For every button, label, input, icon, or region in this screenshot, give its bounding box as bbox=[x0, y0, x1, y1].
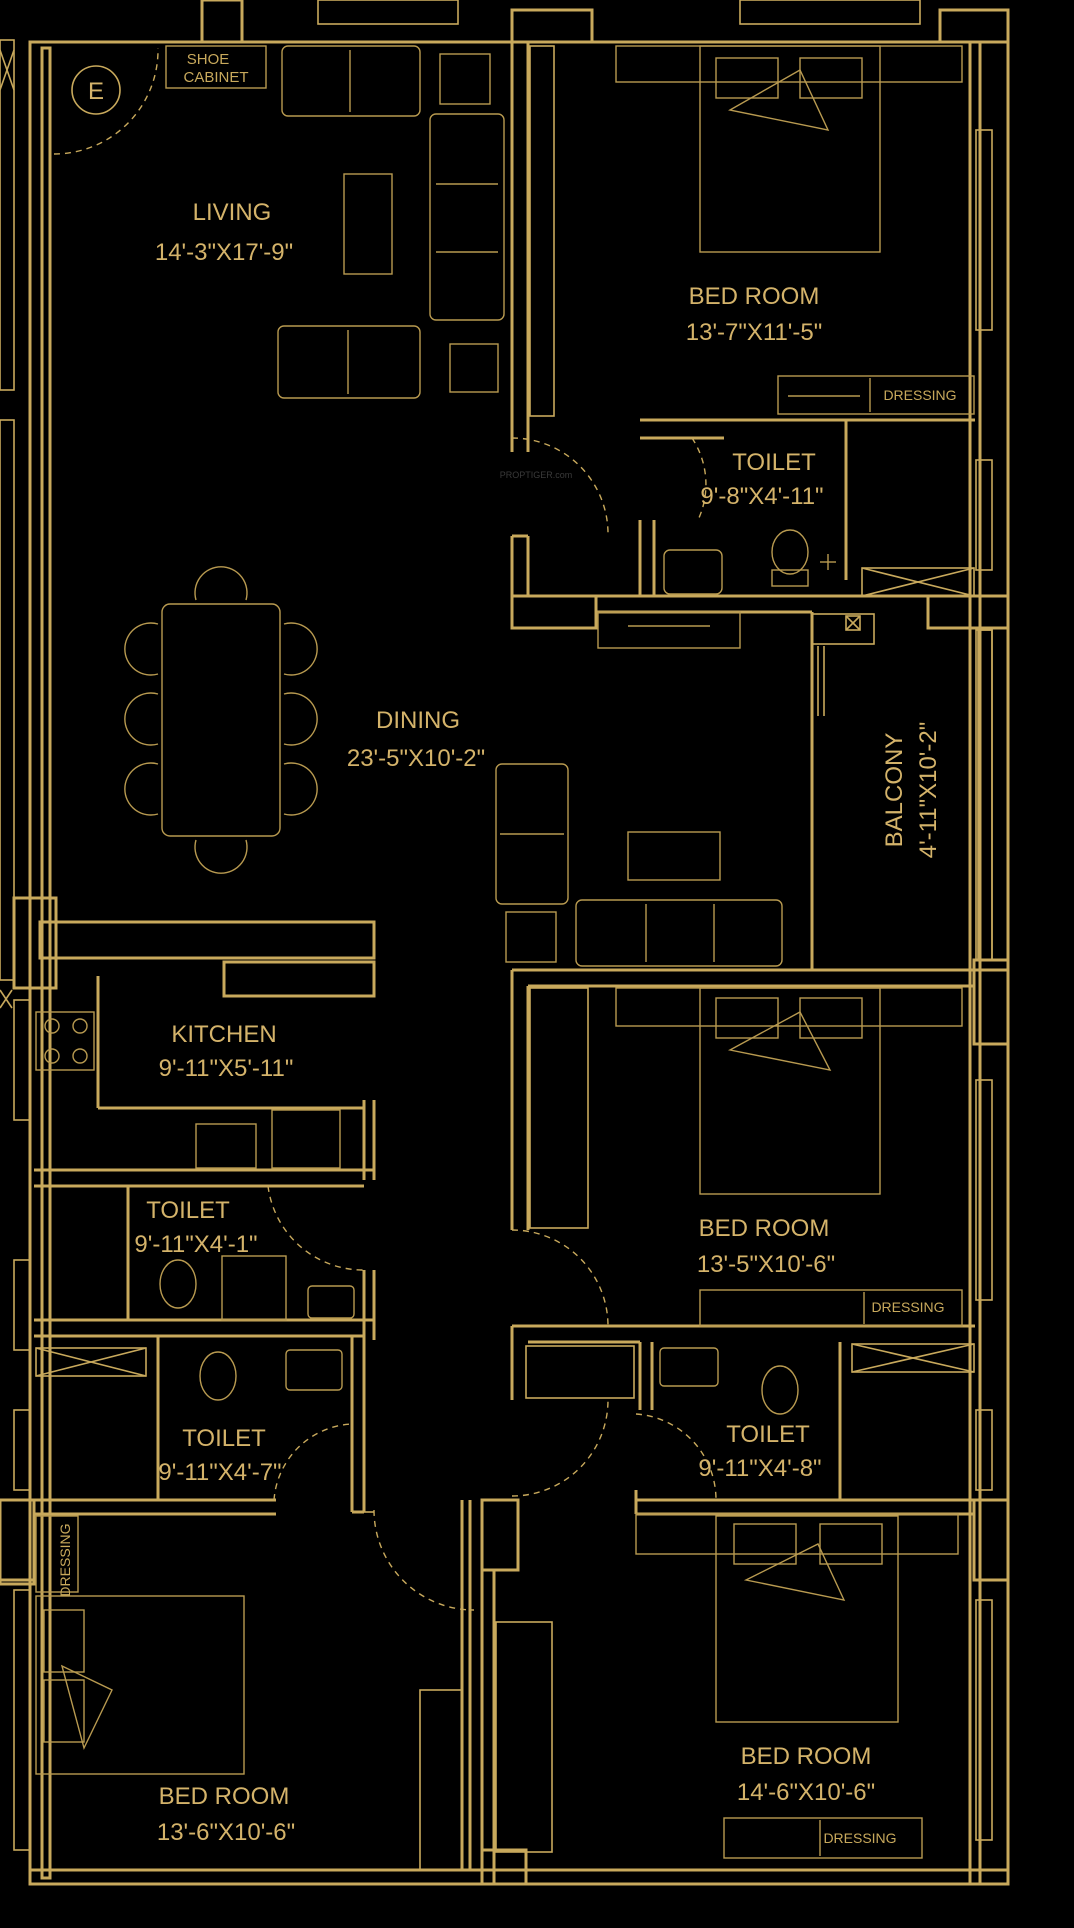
bedroom-bottom-right-furniture bbox=[635, 1513, 959, 1859]
bedroom-top-right-size: 13'-7"X11'-5" bbox=[686, 319, 823, 346]
toilet-right-name: TOILET bbox=[726, 1421, 810, 1448]
toilet-top-right-name: TOILET bbox=[732, 449, 816, 476]
kitchen-fixtures bbox=[35, 1011, 341, 1169]
bedroom-bottom-left-dressing: DRESSING bbox=[57, 1523, 73, 1596]
bedroom-bottom-right-size: 14'-6"X10'-6" bbox=[737, 1779, 875, 1806]
toilet-right-size: 9'-11"X4'-8" bbox=[698, 1455, 821, 1482]
toilet-left-size: 9'-11"X4'-7" bbox=[158, 1459, 281, 1486]
bedroom-bottom-left-name: BED ROOM bbox=[159, 1783, 290, 1810]
shoe-cabinet-line1: SHOE bbox=[187, 51, 230, 68]
shoe-cabinet-line2: CABINET bbox=[183, 69, 248, 86]
toilet-right-fixtures bbox=[659, 1347, 799, 1415]
balcony-size: 4'-11"X10'-2" bbox=[915, 722, 942, 859]
bedroom-top-right-furniture bbox=[615, 45, 975, 415]
bedroom-mid-right-name: BED ROOM bbox=[699, 1215, 830, 1242]
living-furniture bbox=[165, 45, 505, 399]
bedroom-mid-right-furniture bbox=[615, 987, 963, 1327]
toilet-left-name: TOILET bbox=[182, 1425, 266, 1452]
toilet-top-right-size: 9'-8"X4'-11" bbox=[700, 483, 823, 510]
bedroom-top-right-name: BED ROOM bbox=[689, 283, 820, 310]
entrance-marker: E bbox=[88, 78, 104, 105]
dining-furniture bbox=[124, 566, 783, 967]
dining-size: 23'-5"X10'-2" bbox=[347, 745, 485, 772]
interior-walls bbox=[0, 42, 1010, 1886]
dining-name: DINING bbox=[376, 707, 460, 734]
bedroom-mid-right-size: 13'-5"X10'-6" bbox=[697, 1251, 835, 1278]
bedroom-bottom-left-dressing-label: DRESSING bbox=[57, 1523, 73, 1596]
bedroom-bottom-right-name: BED ROOM bbox=[741, 1743, 872, 1770]
bedroom-bottom-right-dressing: DRESSING bbox=[823, 1830, 896, 1846]
bedroom-top-right-dressing: DRESSING bbox=[883, 387, 956, 403]
kitchen-name: KITCHEN bbox=[171, 1021, 276, 1048]
toilet-kitchen-name: TOILET bbox=[146, 1197, 230, 1224]
toilet-top-right-fixtures bbox=[663, 529, 836, 595]
bedroom-bottom-left-size: 13'-6"X10'-6" bbox=[157, 1819, 295, 1846]
toilet-left-fixtures bbox=[159, 1255, 355, 1401]
living-size: 14'-3"X17'-9" bbox=[155, 239, 293, 266]
door-swings bbox=[53, 47, 717, 1611]
balcony-label: BALCONY 4'-11"X10'-2" bbox=[881, 722, 942, 859]
kitchen-size: 9'-11"X5'-11" bbox=[159, 1055, 294, 1082]
hatched-panels bbox=[419, 45, 635, 1871]
balcony-name: BALCONY bbox=[881, 733, 908, 848]
bedroom-mid-right-dressing: DRESSING bbox=[871, 1299, 944, 1315]
bedroom-bottom-left-furniture bbox=[35, 1515, 245, 1775]
living-name: LIVING bbox=[193, 199, 272, 226]
watermark: PROPTIGER.com bbox=[500, 470, 573, 480]
entrance-marker-circle bbox=[71, 65, 121, 115]
toilet-kitchen-size: 9'-11"X4'-1" bbox=[134, 1231, 257, 1258]
